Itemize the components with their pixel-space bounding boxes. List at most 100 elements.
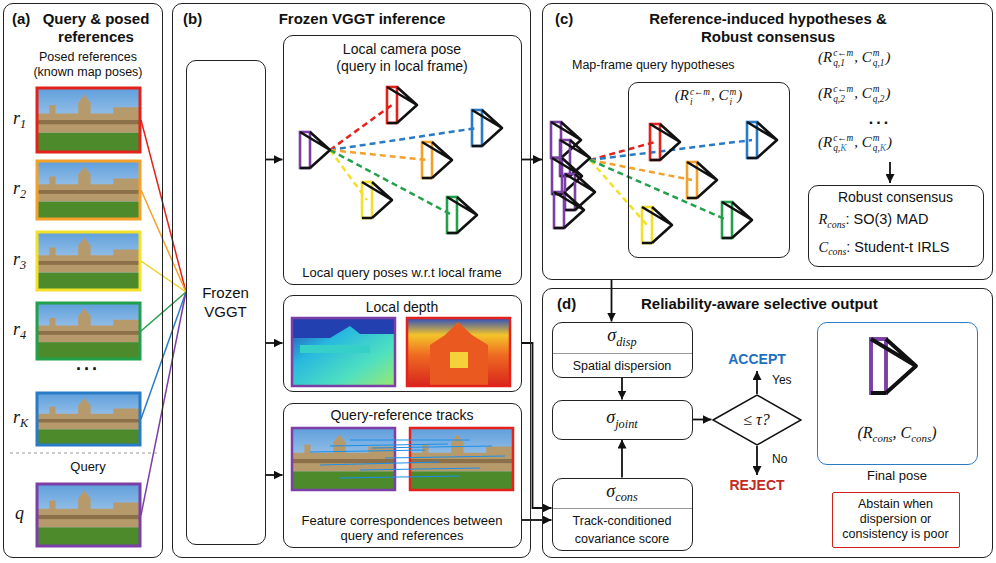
panel-tag: (a) — [12, 10, 30, 28]
panel-tag: (b) — [183, 10, 202, 28]
score-symbol: σcons — [606, 481, 637, 505]
math-text: : SO(3) MAD — [845, 211, 928, 227]
subscript: cons — [828, 246, 846, 257]
superscript: m — [730, 87, 737, 97]
box-title: Local depth — [366, 299, 438, 316]
math-text: cons — [615, 490, 637, 504]
subscript: 4 — [20, 328, 26, 342]
arrow-connector — [522, 159, 543, 161]
hypothesis-formula: (Rc←mq,1, Cmq,1) — [818, 48, 890, 68]
decision-text: ≤ τ? — [743, 411, 770, 429]
reference-label: r2 — [13, 178, 26, 202]
math-text: 2 — [20, 187, 26, 201]
math-text: (R — [675, 87, 689, 103]
score-symbol: σdisp — [607, 325, 636, 349]
subscript: i — [730, 97, 737, 107]
subscript: disp — [616, 335, 636, 349]
figure-rect — [410, 428, 513, 490]
script-stack: mq,2 — [873, 84, 885, 104]
math-text: σ — [607, 325, 616, 345]
figure-use — [37, 303, 140, 359]
reference-label: r4 — [13, 319, 26, 343]
reference-label: r3 — [13, 249, 26, 273]
math-text: r — [13, 319, 20, 339]
math-text: r — [13, 108, 20, 128]
arrow-connector — [621, 440, 623, 478]
reference-images — [10, 88, 157, 546]
math-text: q, — [833, 143, 840, 153]
script-stack: mq,K — [873, 133, 886, 153]
figure-line — [330, 150, 427, 160]
subscript: q,K — [873, 143, 886, 153]
figure-use — [722, 202, 752, 238]
math-text: (R — [818, 85, 832, 101]
figure-use — [747, 122, 777, 158]
math-text: K — [840, 143, 846, 153]
figure-use — [37, 161, 140, 219]
math-text: cons — [827, 219, 845, 230]
figure-rect — [37, 88, 140, 152]
reject-label: REJECT — [729, 477, 784, 493]
math-text: ) — [931, 424, 936, 441]
figure-line — [10, 452, 157, 453]
figure-rect — [37, 303, 140, 359]
section-note: Posed references (known map poses) — [22, 50, 154, 80]
subscript: 3 — [20, 258, 26, 272]
sigma-area: σjoint — [553, 401, 692, 439]
track-images — [292, 428, 513, 490]
math-text: r — [13, 249, 20, 269]
module-label: Frozen VGGT — [191, 283, 261, 321]
box-caption: Local query poses w.r.t local frame — [302, 265, 501, 280]
math-text: ) — [885, 85, 890, 101]
math-text: c←m — [690, 87, 710, 97]
math-text: q — [15, 503, 24, 523]
math-text: disp — [616, 335, 636, 349]
subscript: q,2 — [833, 94, 853, 104]
arrow-connector — [266, 474, 283, 476]
figure-rect — [37, 161, 140, 219]
hypothesis-formula: (Rc←mq,K, Cmq,K) — [818, 133, 892, 153]
figure-rect — [292, 428, 395, 490]
superscript: m — [873, 133, 886, 143]
arrow-connector — [611, 280, 613, 322]
math-text: 3 — [20, 258, 26, 272]
query-symbol: q — [15, 503, 24, 524]
panel-title: Frozen VGGT inference — [203, 10, 521, 28]
math-text: cons — [873, 432, 893, 444]
process-box: (Rcons, Ccons)Final pose — [817, 322, 978, 465]
figure-use — [650, 124, 680, 160]
arrow-connector — [522, 519, 552, 521]
arrow-connector — [693, 419, 712, 421]
math-text: , C — [854, 85, 872, 101]
figure-use — [642, 207, 672, 243]
math-text: i — [690, 97, 693, 107]
math-text: m — [873, 48, 880, 58]
math-text: ) — [887, 134, 892, 150]
math-text: q,2 — [833, 94, 845, 104]
math-text: ) — [885, 49, 890, 65]
panel-title: Reliability-aware selective output — [641, 295, 878, 313]
figure-line — [320, 462, 440, 465]
box-title: Local camera pose (query in local frame) — [322, 41, 482, 75]
box-title: Query-reference tracks — [330, 407, 473, 424]
figure-rect — [407, 318, 510, 386]
process-box: Abstain when dispersion or consistency i… — [832, 492, 960, 548]
process-box: Query-reference tracksFeature correspond… — [283, 403, 522, 548]
math-text: (R — [818, 134, 832, 150]
figure-use — [565, 174, 595, 210]
script-stack: c←mq,1 — [833, 48, 853, 68]
math-text: q,1 — [873, 58, 885, 68]
math-text: c←m — [833, 84, 853, 94]
script-stack: c←mq,K — [833, 133, 853, 153]
script-stack: c←mi — [690, 87, 710, 107]
process-box: Frozen VGGT — [186, 60, 266, 545]
math-text: r — [13, 178, 20, 198]
figure-rect — [450, 352, 468, 368]
math-text: σ — [606, 407, 615, 427]
ellipsis: ... — [869, 110, 891, 128]
math-text: m — [873, 133, 880, 143]
local-pose-figure — [330, 105, 477, 215]
process-box: σconsTrack-conditioned covariance score — [552, 478, 693, 551]
figure-line — [141, 120, 186, 292]
math-text: ) — [737, 87, 742, 103]
